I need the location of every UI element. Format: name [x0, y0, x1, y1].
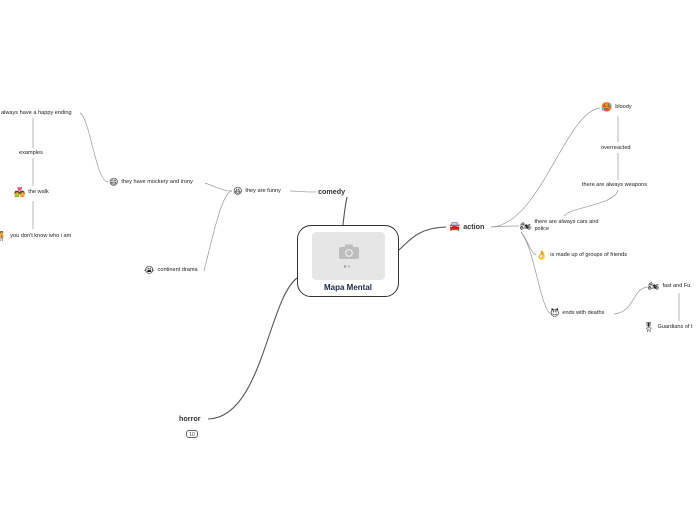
node-guardians[interactable]: 🎖 Guardians of t	[643, 323, 693, 332]
node-the-walk-label: the walk	[28, 189, 49, 196]
node-weapons[interactable]: there are always weapons	[582, 182, 647, 189]
camera-icon	[338, 244, 360, 260]
node-dont-know-who-label: you don't know who i am	[10, 233, 71, 240]
node-the-walk[interactable]: 💑 the walk	[14, 188, 49, 197]
branch-horror-label: horror	[179, 415, 201, 422]
node-dont-know-who[interactable]: 🧍 you don't know who i am	[0, 232, 71, 241]
node-mockery-irony-label: they have mockery and irony	[121, 179, 193, 186]
node-examples[interactable]: examples	[19, 150, 43, 157]
node-they-are-funny-label: they are funny	[245, 188, 280, 195]
link-deaths-fast	[614, 287, 648, 314]
link-cars-deaths	[521, 232, 551, 314]
node-examples-label: examples	[19, 150, 43, 157]
couple-heart-icon: 💑	[14, 188, 25, 197]
face-icon: 🥵	[601, 103, 612, 112]
motorcycle-icon: 🏍	[520, 222, 531, 231]
link-comedy-funny	[290, 191, 316, 192]
node-ends-deaths[interactable]: 😈 ends with deaths	[550, 309, 604, 318]
collapsed-count-badge[interactable]: 10	[186, 430, 198, 438]
branch-action-label: action	[463, 223, 484, 230]
link-central-comedy	[343, 197, 347, 225]
node-cars-police-label: there are always cars and police	[534, 219, 612, 233]
node-guardians-label: Guardians of t	[657, 324, 692, 331]
node-they-are-funny[interactable]: 😆 they are funny	[233, 187, 281, 196]
node-overreacted-label: overreacted	[601, 145, 631, 152]
branch-comedy-label: comedy	[318, 188, 345, 195]
grinning-face-icon: 😄	[109, 178, 118, 187]
branch-action[interactable]: 🚘 action	[449, 222, 484, 231]
laughing-face-icon: 😆	[233, 187, 242, 196]
link-weapons-cars	[564, 190, 618, 216]
link-central-action	[399, 227, 446, 250]
node-fast-furious[interactable]: 🏍 fast and Fu	[648, 282, 690, 291]
node-continent-drama[interactable]: 😭 continent drama	[144, 266, 198, 275]
carousel-dots	[343, 265, 353, 268]
node-weapons-label: there are always weapons	[582, 182, 647, 189]
node-groups-friends[interactable]: 👌 is made up of groups of friends	[536, 251, 627, 260]
node-happy-ending-label: always have a happy ending	[1, 110, 72, 117]
node-bloody-label: bloody	[615, 104, 631, 111]
link-mockery-happy	[80, 113, 108, 182]
crying-face-icon: 😭	[144, 266, 155, 275]
node-cars-police[interactable]: 🏍 there are always cars and police	[520, 219, 612, 233]
node-bloody[interactable]: 🥵 bloody	[601, 103, 632, 112]
link-action-cars	[491, 226, 519, 227]
node-fast-furious-label: fast and Fu	[662, 283, 690, 290]
motorcycle-icon: 🏍	[648, 282, 659, 291]
node-ends-deaths-label: ends with deaths	[562, 310, 604, 317]
link-funny-drama	[204, 191, 232, 271]
medal-icon: 🎖	[643, 323, 654, 332]
branch-comedy[interactable]: comedy	[318, 188, 345, 195]
link-central-horror	[208, 278, 297, 419]
node-continent-drama-label: continent drama	[158, 267, 198, 274]
node-overreacted[interactable]: overreacted	[601, 145, 631, 152]
link-funny-mockery	[205, 183, 232, 191]
hand-icon: 👌	[536, 251, 547, 260]
devil-icon: 😈	[550, 309, 559, 318]
figure-icon: 🧍	[0, 232, 7, 241]
car-icon: 🚘	[449, 222, 460, 231]
link-action-bloody	[491, 108, 600, 227]
node-happy-ending[interactable]: always have a happy ending	[1, 110, 72, 117]
central-topic[interactable]: Mapa Mental	[297, 225, 399, 297]
branch-horror[interactable]: horror	[179, 415, 201, 422]
central-title: Mapa Mental	[298, 283, 398, 292]
node-groups-friends-label: is made up of groups of friends	[550, 252, 627, 259]
node-mockery-irony[interactable]: 😄 they have mockery and irony	[109, 178, 193, 187]
central-image-placeholder	[312, 232, 385, 280]
